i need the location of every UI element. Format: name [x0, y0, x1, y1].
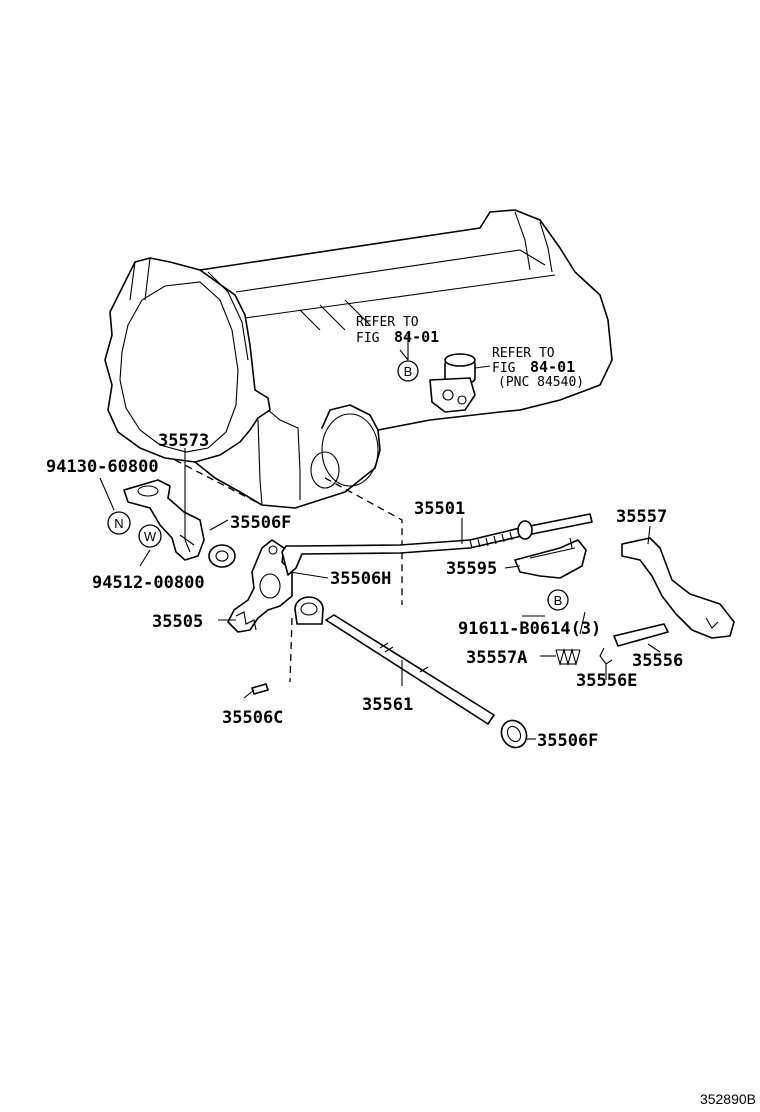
- parking-lock-lever: [123, 448, 205, 561]
- svg-text:REFER TO: REFER TO: [492, 346, 555, 361]
- label-35506f-upper: 35506F: [230, 513, 291, 533]
- transmission-housing: [104, 209, 613, 509]
- label-35506h: 35506H: [330, 569, 391, 589]
- label-35506c: 35506C: [222, 708, 283, 728]
- svg-text:B: B: [404, 364, 413, 379]
- label-35505: 35505: [152, 612, 203, 632]
- svg-text:(PNC 84540): (PNC 84540): [498, 375, 584, 390]
- label-35556e: 35556E: [576, 671, 637, 691]
- shift-lever-arm: [621, 537, 735, 639]
- spacer-35506h: [294, 596, 324, 625]
- leader-lines: [99, 349, 661, 740]
- manual-valve-shaft: [325, 614, 495, 725]
- label-35561: 35561: [362, 695, 413, 715]
- neutral-start-switch-ref: [407, 335, 491, 413]
- reference-callout-2: REFER TO FIG 84-01 (PNC 84540): [492, 346, 584, 390]
- transmission-control-cable: [281, 513, 593, 576]
- label-35556: 35556: [632, 651, 683, 671]
- return-spring: [555, 647, 581, 667]
- svg-text:N: N: [114, 516, 123, 531]
- svg-text:REFER TO: REFER TO: [356, 315, 419, 330]
- label-35595: 35595: [446, 559, 497, 579]
- label-35573: 35573: [158, 431, 209, 451]
- marker-n: N: [107, 511, 131, 535]
- label-35557: 35557: [616, 507, 667, 527]
- cable-bracket: [514, 537, 587, 579]
- oil-seal-35506f-lower: [500, 719, 528, 749]
- label-35506f-lower: 35506F: [537, 731, 598, 751]
- label-94130-60800: 94130-60800: [46, 457, 159, 477]
- marker-w: W: [138, 524, 162, 548]
- oil-seal-35506f-upper: [208, 544, 236, 568]
- label-94512-00800: 94512-00800: [92, 573, 205, 593]
- label-91611-b0614: 91611-B0614(3): [458, 619, 601, 639]
- figure-id: 352890B: [700, 1091, 756, 1107]
- svg-text:B: B: [554, 593, 563, 608]
- lever-pin: [613, 623, 669, 647]
- dashed-leader-lines: [174, 459, 403, 683]
- bolt-91611: [579, 611, 586, 635]
- retaining-clip: [599, 647, 613, 665]
- marker-b-lower: B: [547, 589, 569, 611]
- reference-callout-1: REFER TO FIG 84-01: [356, 315, 439, 346]
- svg-text:FIG: FIG: [492, 361, 516, 376]
- svg-text:84-01: 84-01: [530, 358, 575, 376]
- svg-text:84-01: 84-01: [394, 328, 439, 346]
- pin-35506c: [251, 683, 269, 695]
- label-35501: 35501: [414, 499, 465, 519]
- label-35557a: 35557A: [466, 648, 527, 668]
- marker-b-upper: B: [397, 360, 419, 382]
- svg-text:W: W: [144, 529, 157, 544]
- svg-text:FIG: FIG: [356, 331, 380, 346]
